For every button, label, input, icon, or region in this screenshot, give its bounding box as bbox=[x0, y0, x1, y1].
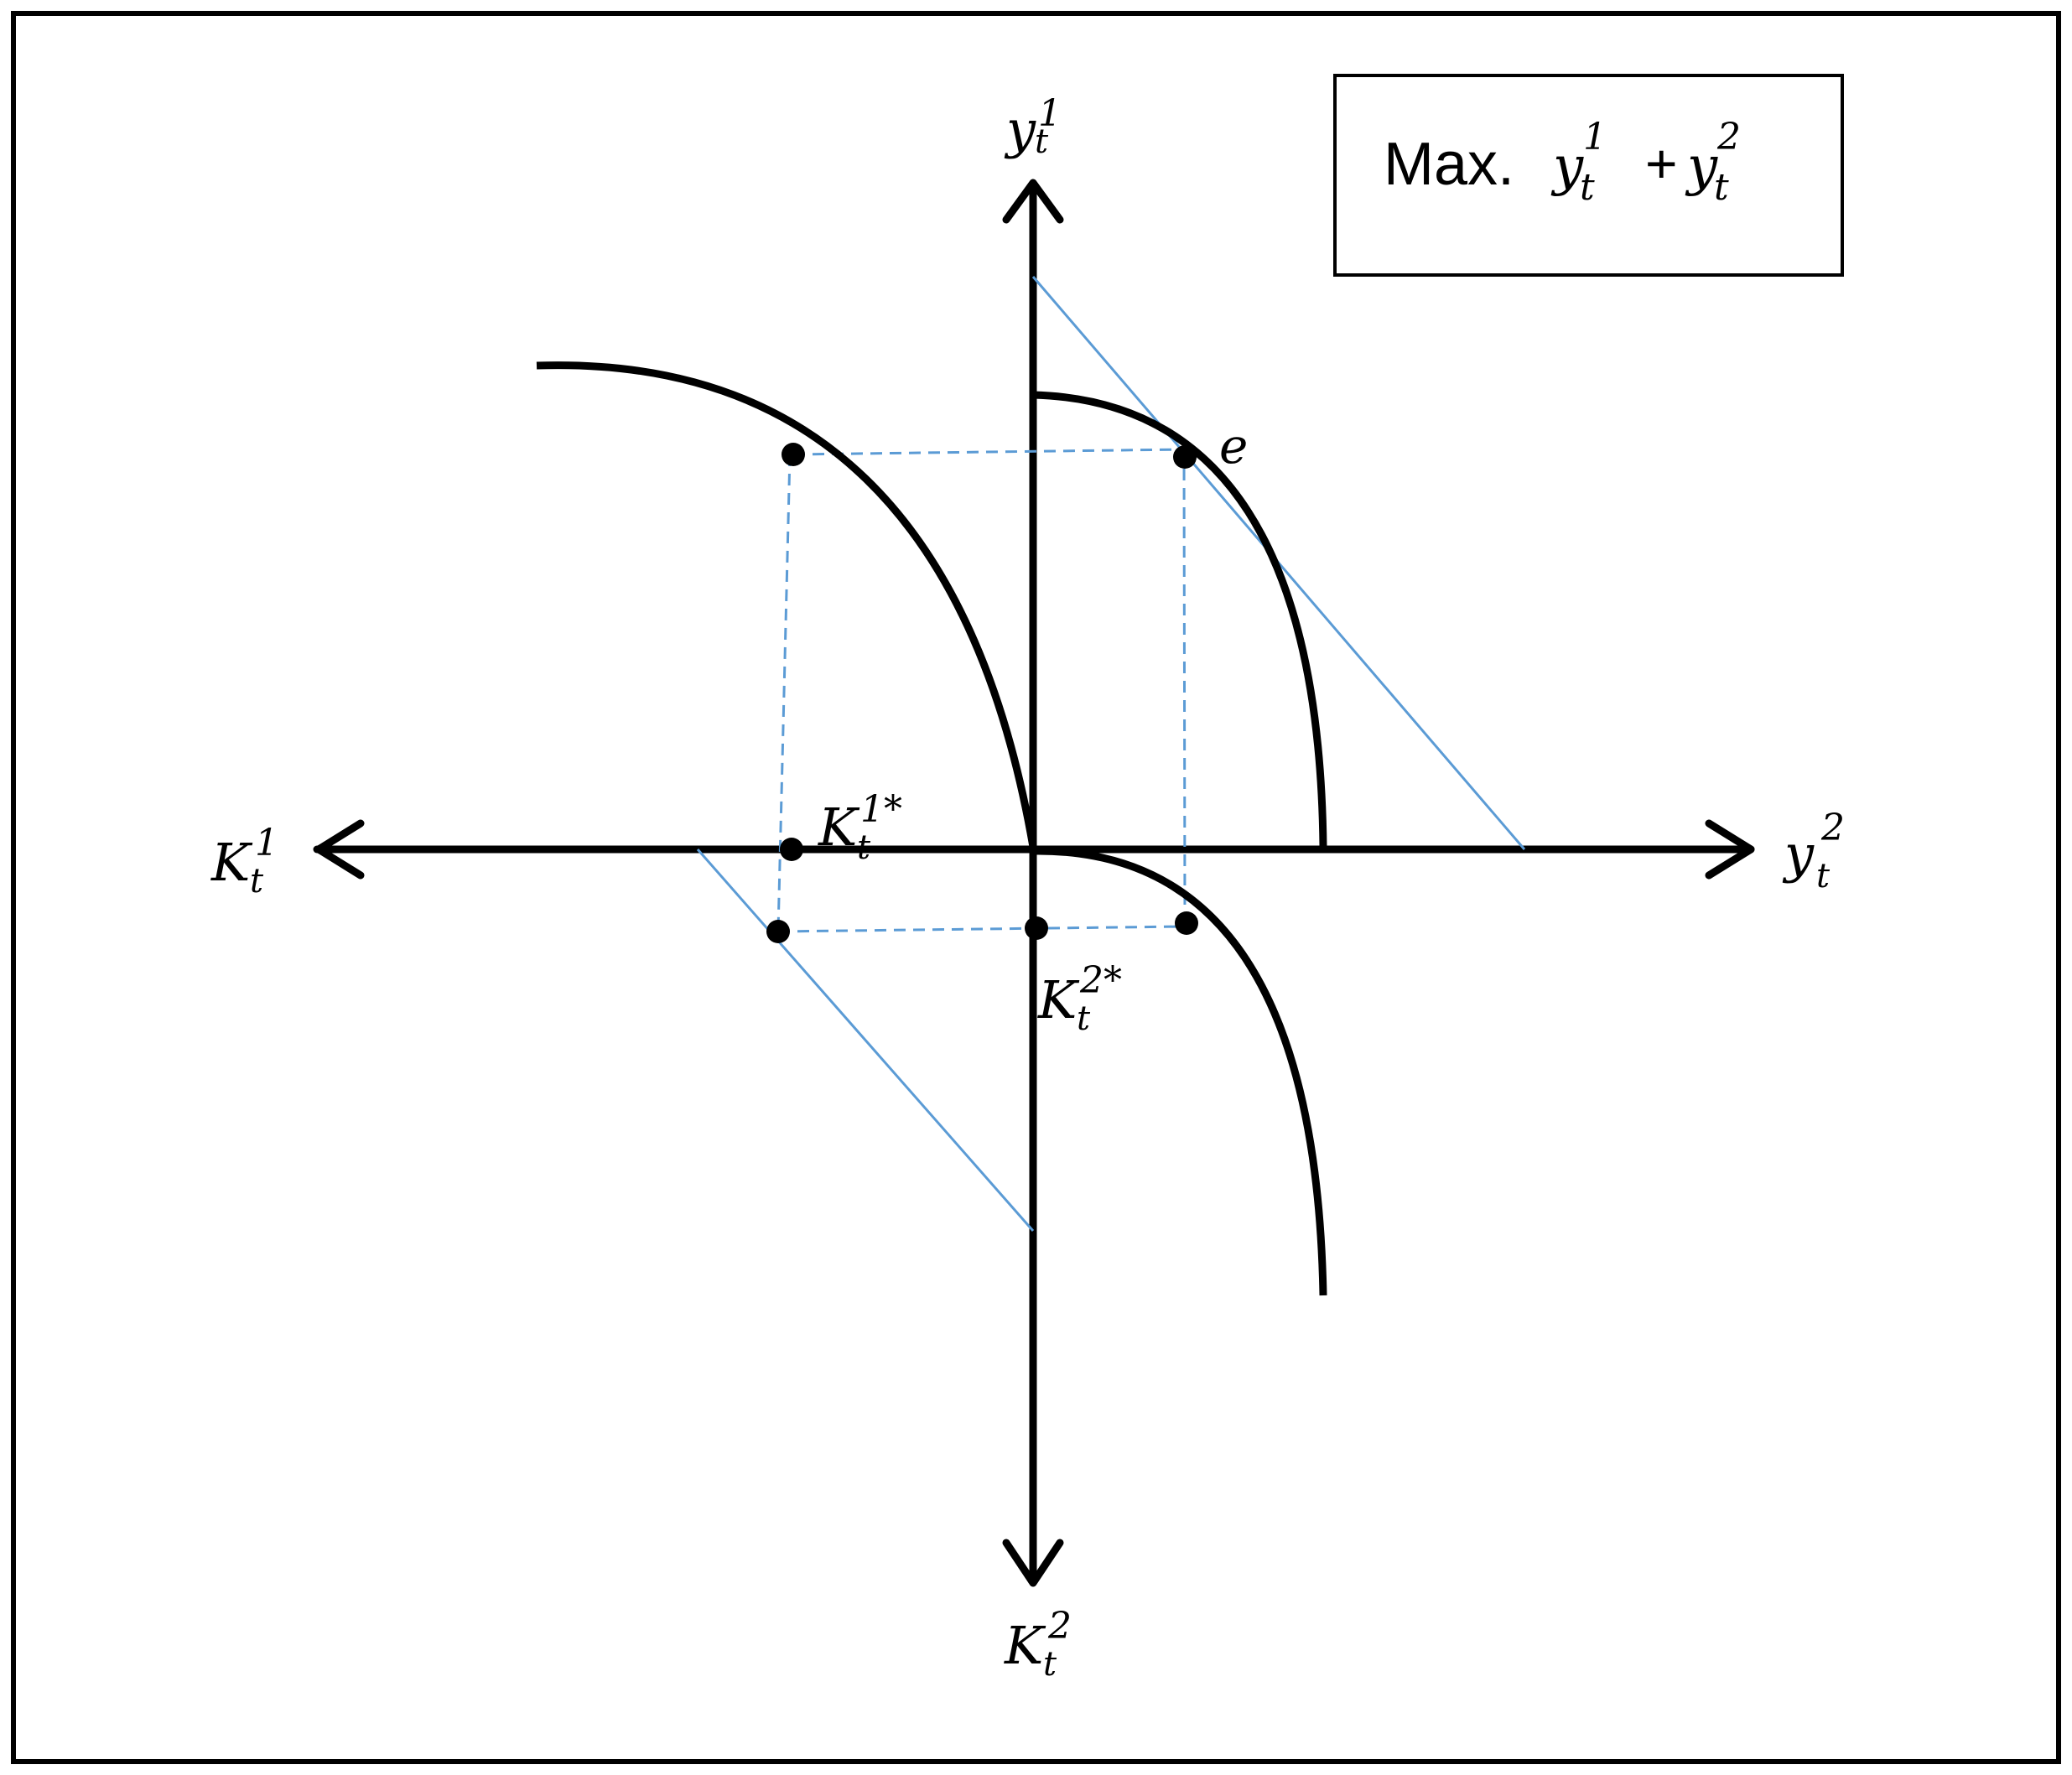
outer-frame bbox=[11, 11, 2061, 1764]
svg-text:K: K bbox=[818, 797, 860, 858]
svg-text:K: K bbox=[1037, 969, 1080, 1030]
k2-star-base: K bbox=[1037, 969, 1080, 1030]
sector1-curve-point bbox=[782, 443, 805, 466]
up-arrowhead bbox=[1002, 179, 1064, 224]
svg-text:2: 2 bbox=[1820, 807, 1845, 849]
curves bbox=[536, 361, 1327, 1296]
guide-lines bbox=[696, 276, 1526, 1232]
points bbox=[766, 443, 1198, 943]
label-e: e bbox=[1219, 418, 1248, 475]
k1-star-point bbox=[780, 838, 803, 861]
legend-term2-sub: t bbox=[1714, 166, 1729, 209]
k2-star-sup: 2* bbox=[1079, 959, 1122, 1002]
axis-up-sub: t bbox=[1035, 122, 1049, 161]
svg-text:y: y bbox=[1782, 823, 1815, 885]
svg-text:Max.: Max. bbox=[1384, 131, 1514, 198]
production-curve-sector-2 bbox=[1032, 847, 1327, 1296]
axis-label-left: K 1 t bbox=[210, 822, 278, 900]
dashed-left bbox=[776, 454, 792, 932]
k1-star-sup: 1* bbox=[860, 788, 902, 831]
svg-text:t: t bbox=[1077, 999, 1091, 1038]
svg-text:t: t bbox=[1035, 122, 1049, 161]
axis-left-sup: 1 bbox=[255, 822, 278, 864]
k1-star-base: K bbox=[818, 797, 860, 858]
sector2-curve-point bbox=[1175, 911, 1198, 935]
legend-term1-sub: t bbox=[1580, 166, 1595, 209]
legend-term1-sup: 1 bbox=[1583, 116, 1607, 158]
axis-left-sub: t bbox=[250, 862, 264, 900]
svg-text:t: t bbox=[857, 828, 871, 867]
svg-text:y: y bbox=[1550, 136, 1584, 198]
k1-star-sub: t bbox=[857, 828, 871, 867]
svg-text:t: t bbox=[1816, 857, 1831, 895]
svg-text:t: t bbox=[1043, 1645, 1057, 1684]
legend-border bbox=[1333, 74, 1844, 277]
svg-text:t: t bbox=[1714, 166, 1729, 209]
axis-down-sub: t bbox=[1043, 1645, 1057, 1684]
dashed-top bbox=[792, 448, 1185, 456]
svg-text:+: + bbox=[1645, 132, 1678, 195]
svg-text:y: y bbox=[1004, 99, 1036, 160]
svg-text:K: K bbox=[210, 832, 253, 893]
svg-text:t: t bbox=[250, 862, 264, 900]
label-k2-star: K 2* t bbox=[1037, 959, 1122, 1038]
svg-text:t: t bbox=[1580, 166, 1595, 209]
constraint-point bbox=[766, 920, 790, 943]
svg-text:1: 1 bbox=[255, 822, 278, 864]
left-arrowhead bbox=[314, 819, 365, 880]
k2-star-sub: t bbox=[1077, 999, 1091, 1038]
dashed-bottom bbox=[777, 925, 1186, 933]
legend-term1-base: y bbox=[1550, 136, 1584, 198]
optimum-point-e bbox=[1173, 445, 1197, 469]
svg-text:2: 2 bbox=[1047, 1605, 1072, 1648]
axis-right-sup: 2 bbox=[1820, 807, 1845, 849]
ppf-curve bbox=[1032, 391, 1327, 848]
legend-term2-base: y bbox=[1685, 136, 1718, 198]
right-arrowhead bbox=[1705, 819, 1755, 880]
svg-text:K: K bbox=[1004, 1615, 1046, 1676]
legend-term2-sup: 2 bbox=[1716, 116, 1741, 158]
production-curve-sector-1 bbox=[536, 361, 1037, 848]
axis-up-base: y bbox=[1004, 99, 1036, 160]
axis-label-up: y 1 t bbox=[1004, 92, 1062, 161]
axis-up-sup: 1 bbox=[1038, 92, 1062, 135]
axis-right-base: y bbox=[1782, 823, 1815, 885]
capital-constraint-line bbox=[696, 849, 1035, 1232]
axis-down-base: K bbox=[1004, 1615, 1046, 1676]
axis-right-sub: t bbox=[1816, 857, 1831, 895]
k2-star-point bbox=[1025, 916, 1048, 940]
down-arrowhead bbox=[1002, 1539, 1064, 1587]
svg-text:1*: 1* bbox=[860, 788, 902, 831]
svg-text:2*: 2* bbox=[1079, 959, 1122, 1002]
legend-box: Max. y 1 t + y 2 t bbox=[1333, 74, 1844, 277]
svg-text:1: 1 bbox=[1038, 92, 1062, 135]
dashed-projection bbox=[776, 448, 1187, 933]
axis-down-sup: 2 bbox=[1047, 1605, 1072, 1648]
dashed-right bbox=[1182, 449, 1187, 924]
axis-left-base: K bbox=[210, 832, 253, 893]
label-k1-star: K 1* t bbox=[818, 788, 902, 867]
svg-text:1: 1 bbox=[1583, 116, 1607, 158]
svg-text:2: 2 bbox=[1716, 116, 1741, 158]
axis-label-down: K 2 t bbox=[1004, 1605, 1072, 1684]
svg-text:y: y bbox=[1685, 136, 1718, 198]
legend-prefix: Max. bbox=[1384, 131, 1514, 198]
legend-plus: + bbox=[1645, 132, 1678, 195]
axis-label-right: y 2 t bbox=[1782, 807, 1845, 895]
